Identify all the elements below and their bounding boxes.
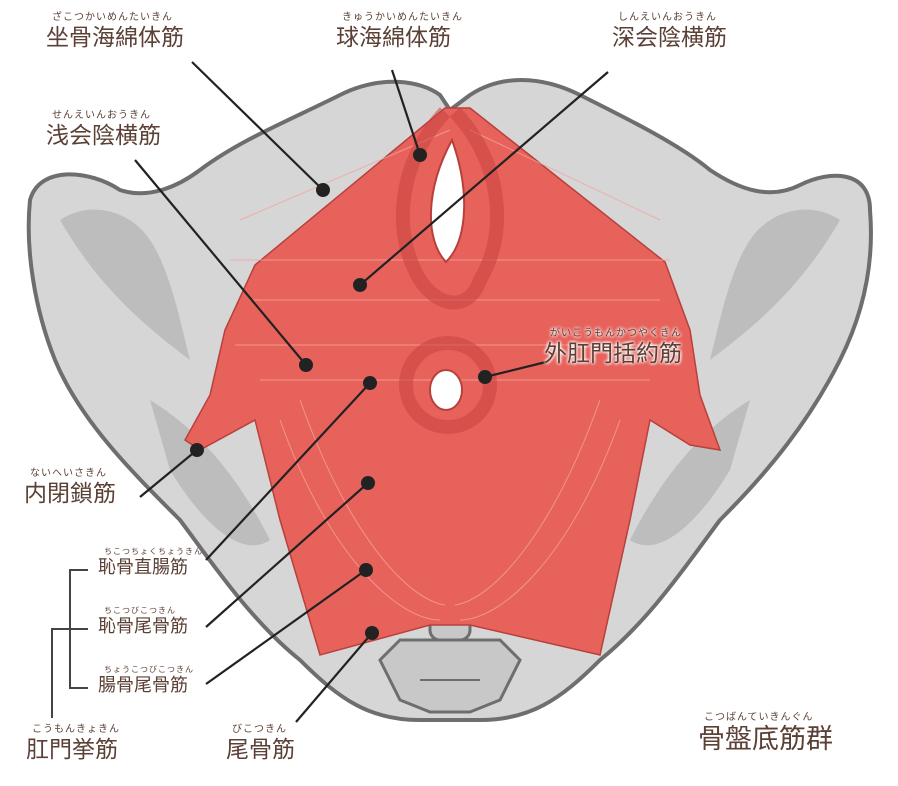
leader-lines — [134, 61, 609, 723]
label-text: 浅会陰横筋 — [46, 123, 161, 149]
furigana: ざこつかいめんたいきん — [52, 12, 173, 23]
title-text: 骨盤底筋群 — [698, 724, 833, 755]
furigana: ちょうこつびこつきん — [104, 665, 194, 674]
furigana: きゅうかいめんたいきん — [342, 12, 463, 23]
furigana: しんえいんおうきん — [618, 12, 717, 23]
label-external-anal-sphincter: がいこうもんかつやくきん 外肛門括約筋 — [544, 328, 682, 368]
label-text: 深会陰横筋 — [612, 25, 727, 51]
label-bulbospongiosus: きゅうかいめんたいきん 球海綿体筋 — [336, 12, 463, 52]
label-text: 恥骨直腸筋 — [98, 557, 188, 578]
label-iliococcygeus: ちょうこつびこつきん 腸骨尾骨筋 — [98, 665, 194, 697]
anal-opening — [429, 369, 463, 411]
openings — [429, 137, 466, 411]
pelvis-shading — [60, 209, 840, 546]
furigana: ないへいさきん — [30, 468, 107, 479]
label-pubococcygeus: ちこつびこつきん 恥骨尾骨筋 — [98, 606, 188, 638]
label-text: 腸骨尾骨筋 — [98, 675, 188, 696]
furigana: びこつきん — [232, 724, 287, 735]
label-superficial-transverse-perineal: せんえいんおうきん 浅会陰横筋 — [46, 110, 161, 150]
label-text: 外肛門括約筋 — [544, 341, 682, 367]
label-text: 球海綿体筋 — [336, 25, 451, 51]
label-text: 坐骨海綿体筋 — [46, 25, 184, 51]
furigana: ちこつびこつきん — [104, 606, 176, 615]
label-text: 恥骨尾骨筋 — [98, 616, 188, 637]
label-text: 内閉鎖筋 — [24, 481, 116, 507]
furigana: がいこうもんかつやくきん — [550, 328, 682, 339]
urogenital-opening — [430, 137, 466, 264]
label-text: 肛門挙筋 — [26, 737, 118, 763]
furigana: ちこつちょくちょうきん — [104, 547, 203, 556]
furigana: こうもんきょきん — [32, 724, 120, 735]
label-coccygeus: びこつきん 尾骨筋 — [226, 724, 295, 764]
label-levator-ani: こうもんきょきん 肛門挙筋 — [26, 724, 120, 764]
label-ischiocavernosus: ざこつかいめんたいきん 坐骨海綿体筋 — [46, 12, 184, 52]
diagram-title: こつばんていきんぐん 骨盤底筋群 — [698, 712, 833, 756]
bulbospongiosus-ring — [395, 107, 505, 434]
label-deep-transverse-perineal: しんえいんおうきん 深会陰横筋 — [612, 12, 727, 52]
levator-ani-bracket — [51, 569, 88, 718]
furigana: せんえいんおうきん — [52, 110, 151, 121]
furigana: こつばんていきんぐん — [704, 712, 814, 723]
label-text: 尾骨筋 — [226, 737, 295, 763]
label-puborectalis: ちこつちょくちょうきん 恥骨直腸筋 — [98, 547, 203, 579]
leader-dots — [190, 148, 492, 640]
label-obturator-internus: ないへいさきん 内閉鎖筋 — [24, 468, 116, 508]
